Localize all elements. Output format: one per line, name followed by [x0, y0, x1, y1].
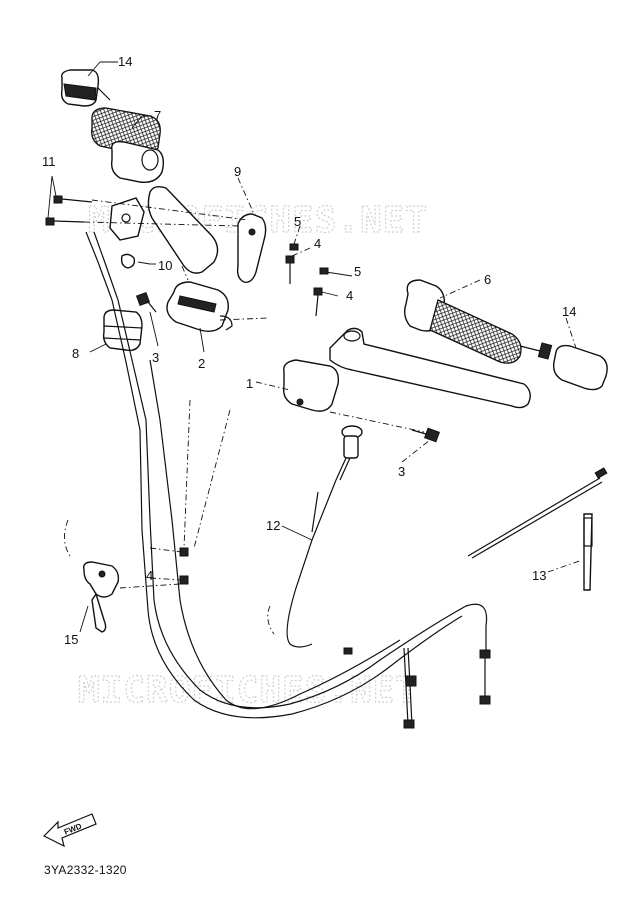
throttle-grip	[91, 107, 165, 183]
grip-end-right	[519, 342, 608, 391]
callout-13: 13	[532, 568, 546, 583]
cable-clamp	[102, 309, 143, 352]
callout-9: 9	[234, 164, 241, 179]
choke-knob	[335, 425, 363, 481]
washer-5-upper	[289, 243, 299, 251]
part-code: 3YA2332-1320	[44, 863, 127, 877]
grip-right	[403, 279, 522, 364]
callout-11: 11	[42, 154, 56, 169]
screw-4-upper	[285, 255, 295, 284]
callout-5-lower: 5	[354, 264, 361, 279]
callout-3-upper: 3	[152, 350, 159, 365]
callout-14-left: 14	[118, 54, 132, 69]
forward-arrow-icon: FWD	[42, 813, 97, 848]
grip-end-left	[60, 69, 111, 107]
callout-14-right: 14	[562, 304, 576, 319]
cable-end-fittings	[179, 547, 491, 729]
brake-lever-holder	[236, 213, 267, 283]
screw-3-upper	[135, 291, 157, 313]
callout-4-upper: 4	[314, 236, 321, 251]
callout-2: 2	[198, 356, 205, 371]
callout-8: 8	[72, 346, 79, 361]
screw-4-lower	[313, 287, 323, 317]
callout-10: 10	[158, 258, 172, 273]
callout-7: 7	[154, 108, 161, 123]
screw-11-lower	[45, 217, 85, 226]
cable-holder-bracket	[82, 561, 120, 633]
screw-3-lower	[411, 427, 440, 443]
throttle-housing	[147, 185, 233, 333]
choke-cable	[286, 479, 337, 648]
callout-1: 1	[246, 376, 253, 391]
callout-5-upper: 5	[294, 214, 301, 229]
watermark-bottom: MICROFICHES.NET	[78, 670, 418, 711]
callout-4-lower: 4	[346, 288, 353, 303]
throttle-housing-cap	[109, 197, 145, 269]
cable-band	[583, 513, 593, 591]
handlebar-right	[282, 327, 531, 412]
fwd-label: FWD	[63, 821, 83, 836]
callout-4-cable: 4	[146, 568, 153, 583]
screw-11-upper	[53, 195, 93, 204]
washer-5-lower	[319, 267, 329, 275]
callout-12: 12	[266, 518, 280, 533]
callout-6: 6	[484, 272, 491, 287]
callout-15: 15	[64, 632, 78, 647]
leader-lines	[79, 61, 583, 633]
throttle-cable-top	[467, 477, 601, 557]
callout-3-lower: 3	[398, 464, 405, 479]
